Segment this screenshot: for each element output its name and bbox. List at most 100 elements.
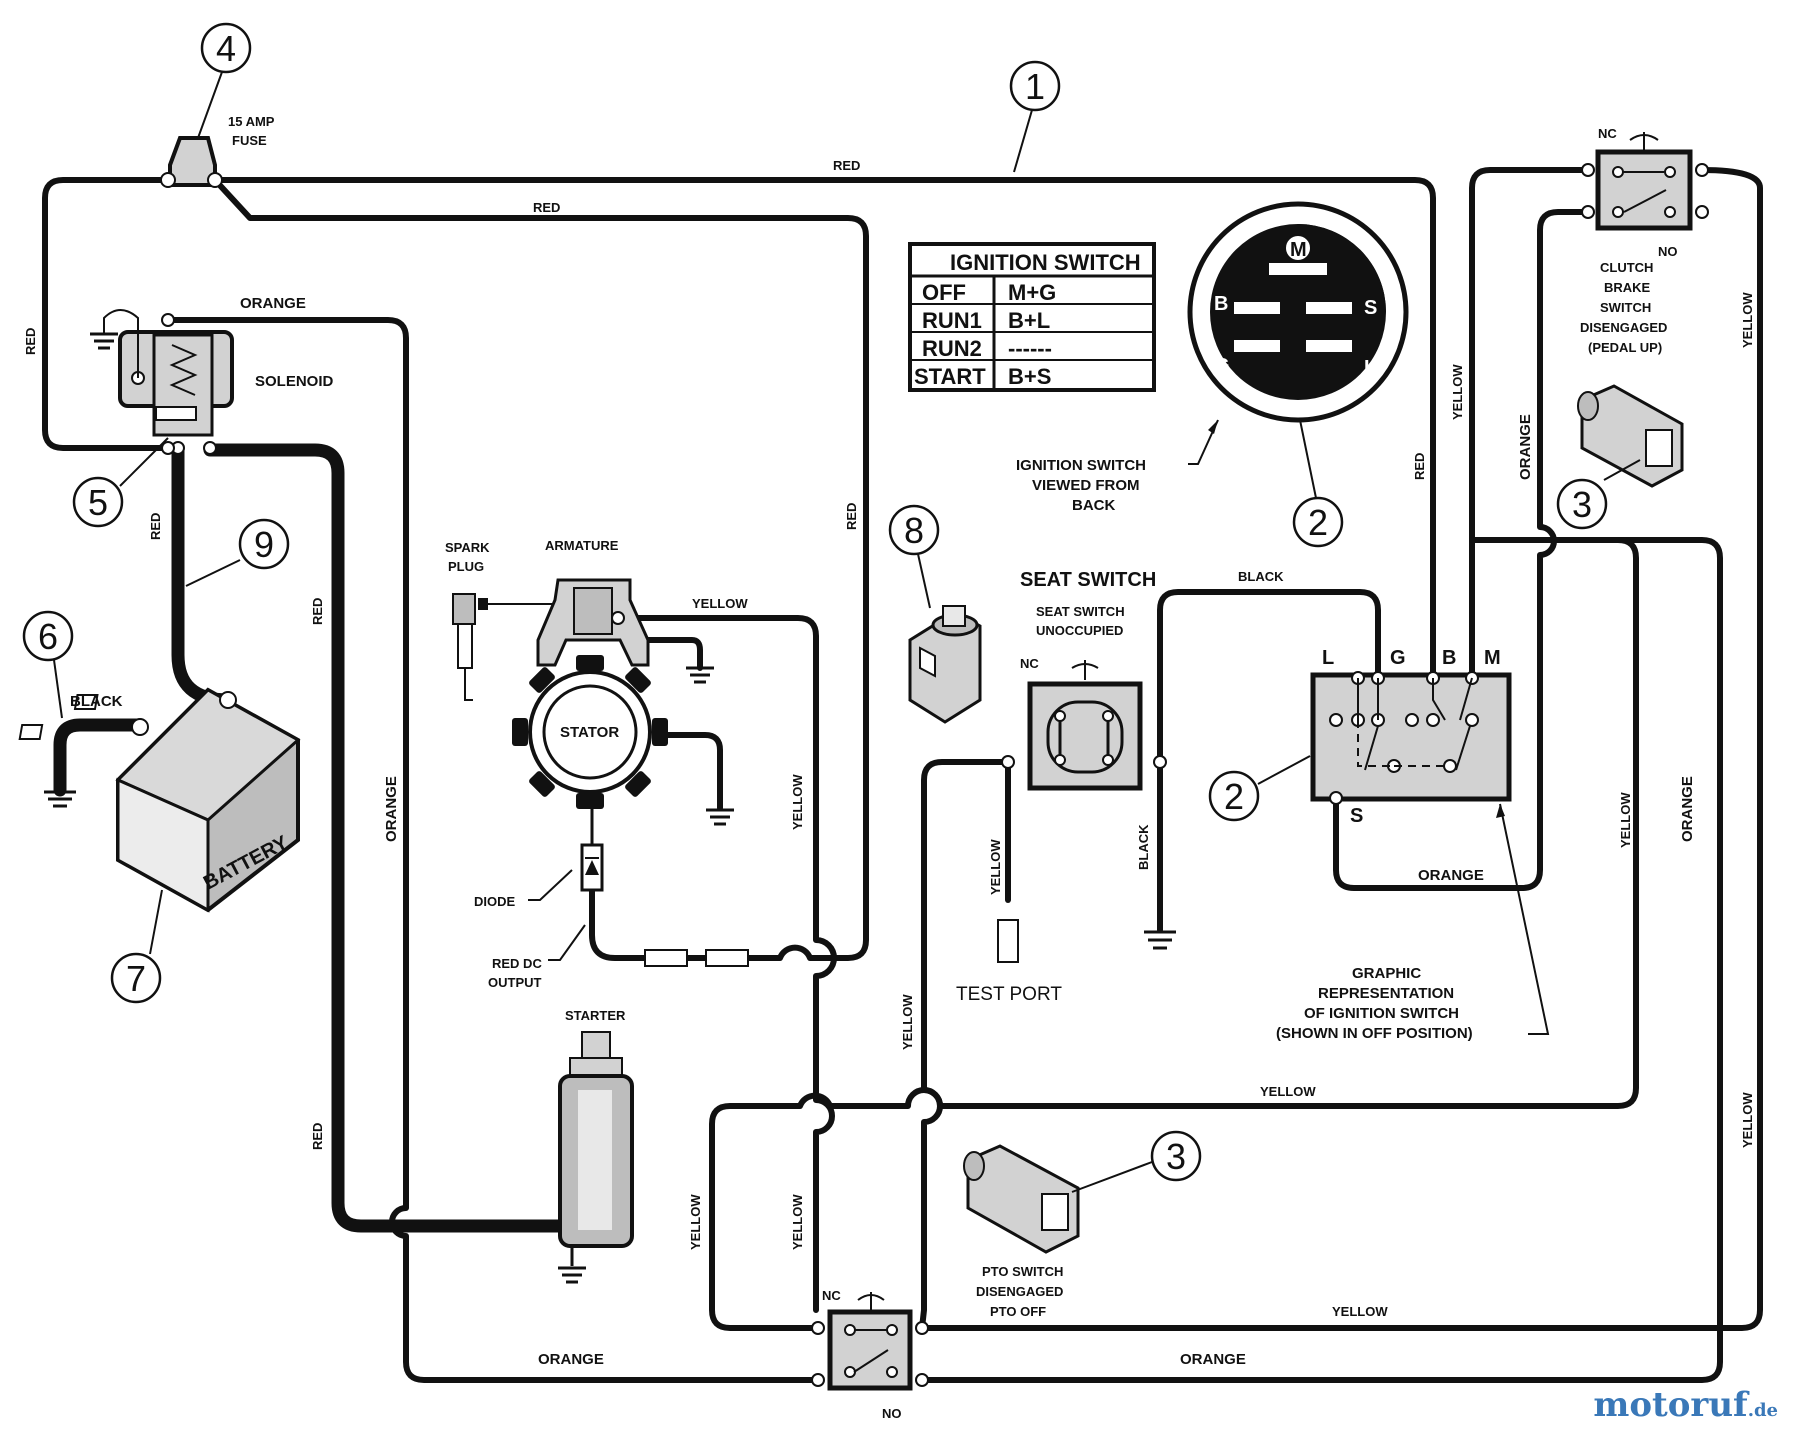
ignition-row-off-conn: M+G (1008, 280, 1056, 305)
label-orange-5: ORANGE (1418, 867, 1484, 884)
svg-text:4: 4 (216, 28, 236, 69)
test-port-label: TEST PORT (956, 984, 1062, 1005)
ignition-row-run1-conn: B+L (1008, 308, 1050, 333)
label-black-3: BLACK (1136, 824, 1151, 870)
ignition-row-start-pos: START (914, 364, 986, 389)
callout-3a (1556, 478, 1608, 530)
label-yellow-7: YELLOW (790, 1194, 805, 1250)
wire-red-top (212, 177, 1436, 681)
wire-armature-ground (637, 637, 703, 671)
brand-tld: .de (1747, 1400, 1778, 1421)
starter: STARTER (558, 1008, 634, 1266)
wire-orange-ign-s (1333, 209, 1591, 891)
label-red-6: RED (310, 1123, 325, 1150)
clutch-switch-part (1577, 384, 1684, 488)
ignition-row-run2-conn: ------ (1008, 336, 1052, 361)
graphic-terminal-m: M (1484, 647, 1501, 669)
label-orange-4: ORANGE (1180, 1351, 1246, 1368)
diode-label: DIODE (474, 894, 516, 909)
solenoid: SOLENOID (90, 309, 334, 455)
label-yellow-6: YELLOW (688, 1194, 703, 1250)
callout-1 (1009, 60, 1061, 112)
wire-red-fuse-to-dc (212, 177, 869, 961)
svg-text:1: 1 (1025, 66, 1045, 107)
ignition-row-start-conn: B+S (1008, 364, 1051, 389)
label-red-1: RED (833, 158, 860, 173)
cable-solenoid-starter (203, 443, 567, 1233)
pto-switch-part (963, 1144, 1080, 1254)
ignition-row-run1-pos: RUN1 (922, 308, 982, 333)
inline-connectors (644, 949, 749, 967)
seat-switch-nc: NC (1020, 656, 1039, 671)
graphic-terminal-g: G (1390, 647, 1406, 669)
clutch-no: NO (1658, 244, 1678, 259)
svg-text:8: 8 (904, 510, 924, 551)
callout-5 (72, 476, 124, 528)
callout-3b (1150, 1130, 1202, 1182)
label-yellow-9: YELLOW (1450, 364, 1465, 420)
label-black-2: BLACK (1238, 569, 1284, 584)
wire-orange-bottom-right (919, 537, 1723, 1383)
ign-terminal-b: B (1214, 293, 1228, 315)
cable-battery-black (53, 718, 147, 797)
label-red-8: RED (1412, 453, 1427, 480)
label-orange-6: ORANGE (1517, 414, 1534, 480)
ign-terminal-s: S (1364, 297, 1377, 319)
label-yellow-3: YELLOW (988, 839, 1003, 895)
ignition-row-run2-pos: RUN2 (922, 336, 982, 361)
label-yellow-8: YELLOW (1332, 1304, 1388, 1319)
wire-red-dc-output (589, 887, 748, 961)
label-orange-3: ORANGE (538, 1351, 604, 1368)
armature-label: ARMATURE (545, 538, 619, 553)
pto-nc: NC (822, 1288, 841, 1303)
wire-red-left-loop (42, 177, 171, 451)
svg-text:3: 3 (1166, 1136, 1186, 1177)
label-red-7: RED (844, 503, 859, 530)
svg-text:7: 7 (126, 958, 146, 999)
label-orange-2: ORANGE (383, 776, 400, 842)
callout-8 (888, 504, 940, 556)
label-yellow-2: YELLOW (790, 774, 805, 830)
seat-switch-part (908, 605, 982, 724)
wires (42, 167, 1763, 1383)
svg-text:2: 2 (1308, 502, 1328, 543)
wire-stator-ground (657, 732, 723, 811)
brand-name: motoruf (1593, 1385, 1748, 1425)
label-red-4: RED (148, 513, 163, 540)
wire-yellow-clutch-right (919, 167, 1763, 1331)
graphic-terminal-l: L (1322, 647, 1334, 669)
wire-yellow-middle (709, 537, 1639, 1331)
ign-terminal-l: L (1364, 357, 1376, 379)
cable-battery-red (171, 443, 235, 707)
label-red-5: RED (310, 598, 325, 625)
clutch-nc: NC (1598, 126, 1617, 141)
starter-label: STARTER (565, 1008, 626, 1023)
callout-6 (22, 610, 74, 662)
callouts: 1 2 2 3 3 4 5 6 7 8 9 (22, 22, 1641, 1193)
solenoid-label: SOLENOID (255, 373, 334, 390)
label-yellow-1: YELLOW (692, 596, 748, 611)
test-port: TEST PORT (956, 919, 1062, 1005)
stator-label: STATOR (560, 724, 619, 741)
callout-2b (1208, 770, 1260, 822)
svg-text:3: 3 (1572, 484, 1592, 525)
svg-text:2: 2 (1224, 776, 1244, 817)
battery: BATTERY (18, 687, 301, 913)
label-yellow-4: YELLOW (900, 994, 915, 1050)
graphic-terminal-b: B (1442, 647, 1456, 669)
wire-yellow-clutch-m (1469, 167, 1591, 681)
seat-switch-title: SEAT SWITCH (1020, 569, 1156, 591)
label-black-1: BLACK (70, 693, 123, 710)
